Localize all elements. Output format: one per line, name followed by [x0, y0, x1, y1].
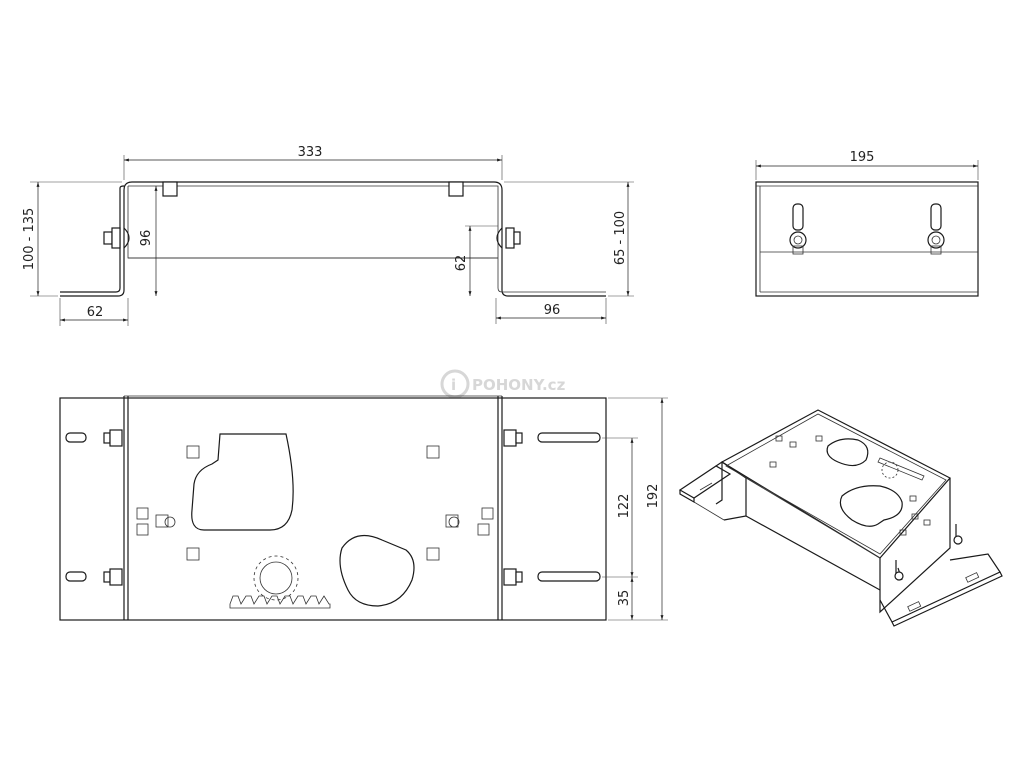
- bolt-left: [103, 227, 130, 249]
- dim-height-right: 65 - 100: [613, 211, 628, 265]
- dim-flange-left: 62: [87, 305, 104, 320]
- front-view: 333 100 - 135 96 62 62 65 - 100 96: [22, 145, 634, 326]
- dim-depth: 192: [646, 484, 661, 509]
- top-view: 192 122 35: [59, 395, 668, 621]
- svg-text:i: i: [451, 376, 456, 394]
- bolt-right: [496, 227, 521, 249]
- side-view: 195: [755, 150, 979, 297]
- logo: i POHONY.cz: [440, 369, 566, 399]
- dim-width: 333: [298, 145, 323, 160]
- dim-flange-right: 96: [544, 303, 561, 318]
- dim-inner-left: 96: [139, 230, 154, 247]
- isometric-view: [678, 409, 1003, 627]
- dim-height-left: 100 - 135: [22, 208, 37, 271]
- cutout-upper: [191, 433, 294, 531]
- gear-icon: [253, 555, 299, 601]
- dim-inner-right: 62: [454, 255, 469, 272]
- logo-text: POHONY.cz: [472, 376, 566, 394]
- dim-side-width: 195: [850, 150, 875, 165]
- side-bolt-left: [789, 203, 807, 255]
- cutout-lower: [339, 534, 415, 607]
- side-bolt-right: [927, 203, 945, 255]
- rack: [229, 595, 331, 609]
- dim-slot-offset: 35: [617, 590, 632, 607]
- dim-slot-spacing: 122: [617, 494, 632, 519]
